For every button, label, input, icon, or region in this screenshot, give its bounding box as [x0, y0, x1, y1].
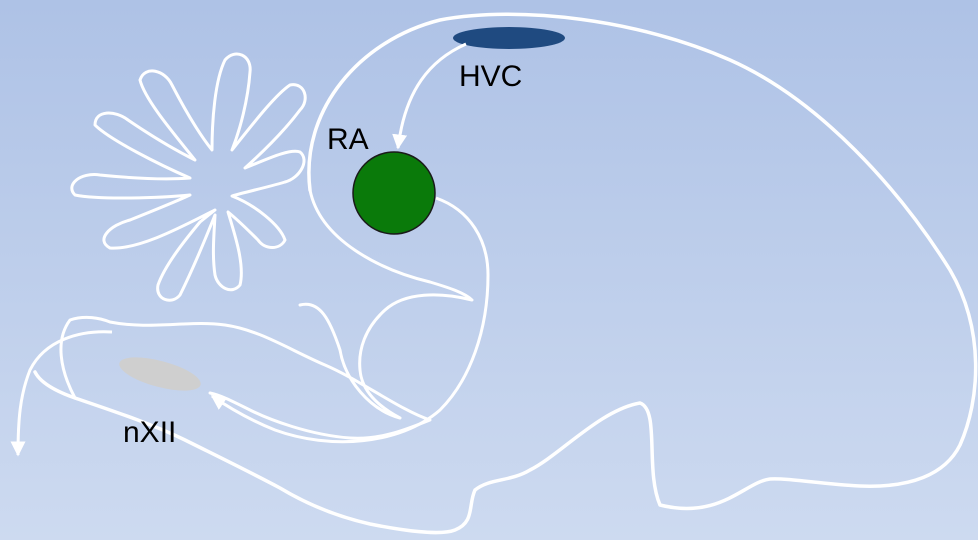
ra-to-nxii-arrow [210, 196, 490, 444]
cerebellum-outline [70, 52, 307, 302]
hvc-to-ra-arrow [392, 42, 467, 150]
hvc-label: HVC [459, 60, 523, 93]
ra-label: RA [327, 123, 369, 156]
ra-nucleus [352, 151, 436, 235]
hvc-nucleus [453, 27, 565, 49]
nxii-label: nXII [123, 416, 177, 449]
brainstem-fold [59, 315, 432, 440]
inner-fold [298, 188, 474, 420]
nxii-output-arrow [10, 330, 113, 457]
nxii-nucleus [119, 357, 201, 391]
brain-outline [33, 12, 978, 535]
